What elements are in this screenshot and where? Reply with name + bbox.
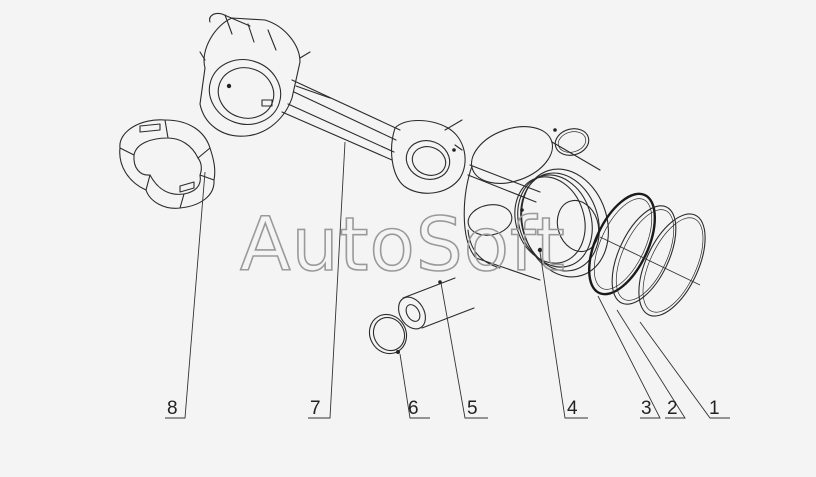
bearing-shells <box>119 119 216 209</box>
connecting-rod <box>199 12 466 194</box>
leader-2 <box>616 309 686 419</box>
leader-8 <box>165 171 206 419</box>
leader-lines <box>165 141 730 419</box>
snap-ring <box>368 313 408 355</box>
ring-axis-line <box>599 236 701 286</box>
retaining-ring <box>553 128 590 156</box>
callout-5: 5 <box>467 398 478 419</box>
piston <box>463 126 609 281</box>
leader-7 <box>308 141 346 419</box>
callout-8: 8 <box>167 398 178 419</box>
callout-4: 4 <box>567 398 578 419</box>
piston-ring-1 <box>638 213 706 317</box>
leader-3 <box>597 295 661 419</box>
callout-1: 1 <box>709 398 720 419</box>
leader-5 <box>440 282 488 419</box>
watermark-text: AutoSoft <box>240 202 566 288</box>
piston-ring-2 <box>611 205 677 305</box>
leader-6 <box>399 353 430 419</box>
callout-labels: 8 7 6 5 4 3 2 1 <box>167 398 720 419</box>
piston-pin <box>398 277 475 330</box>
callout-2: 2 <box>667 398 678 419</box>
leader-1 <box>639 321 730 419</box>
leader-4 <box>539 251 588 419</box>
callout-6: 6 <box>408 398 419 419</box>
piston-ring-3 <box>587 192 657 296</box>
callout-3: 3 <box>641 398 652 419</box>
callout-7: 7 <box>310 398 321 419</box>
